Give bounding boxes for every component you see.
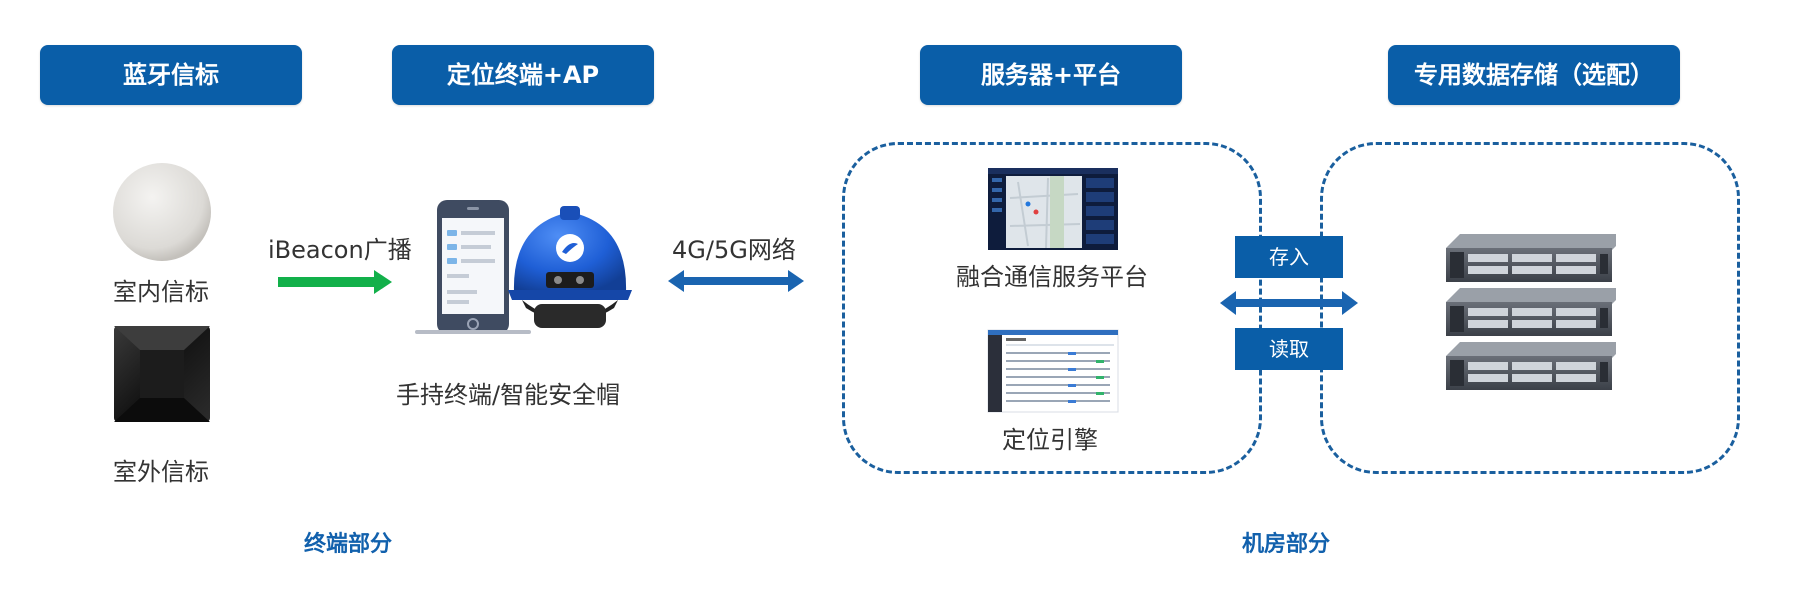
- header-data-storage: 专用数据存储（选配）: [1388, 45, 1680, 105]
- indoor-beacon-icon: [113, 163, 211, 261]
- ibeacon-broadcast-label: iBeacon广播: [268, 236, 412, 264]
- green-right-arrow: [278, 270, 392, 294]
- fusion-platform-label: 融合通信服务平台: [956, 263, 1148, 291]
- terminal-devices-label: 手持终端/智能安全帽: [396, 381, 621, 409]
- outdoor-beacon-icon: [114, 326, 210, 422]
- handheld-phone-icon: [415, 200, 531, 334]
- smart-helmet-icon: [508, 206, 632, 328]
- storage-double-arrow: [1220, 291, 1358, 315]
- header-terminal-ap: 定位终端+AP: [392, 45, 654, 105]
- storage-dashed-group: [1320, 142, 1740, 474]
- network-label: 4G/5G网络: [672, 236, 796, 264]
- server-room-part-label: 机房部分: [1242, 532, 1331, 557]
- network-double-arrow: [668, 270, 804, 292]
- fusion-platform-screenshot: [988, 168, 1118, 250]
- header-bluetooth-beacon: 蓝牙信标: [40, 45, 302, 105]
- header-server-platform: 服务器+平台: [920, 45, 1182, 105]
- platform-dashed-group: [842, 142, 1262, 474]
- server-rack-icon: [1446, 234, 1616, 390]
- positioning-engine-screenshot: [987, 329, 1119, 413]
- positioning-engine-label: 定位引擎: [1002, 426, 1098, 454]
- read-pill: 读取: [1235, 328, 1343, 370]
- terminal-part-label: 终端部分: [304, 532, 393, 557]
- outdoor-beacon-label: 室外信标: [113, 458, 209, 486]
- store-pill: 存入: [1235, 236, 1343, 278]
- indoor-beacon-label: 室内信标: [113, 278, 209, 306]
